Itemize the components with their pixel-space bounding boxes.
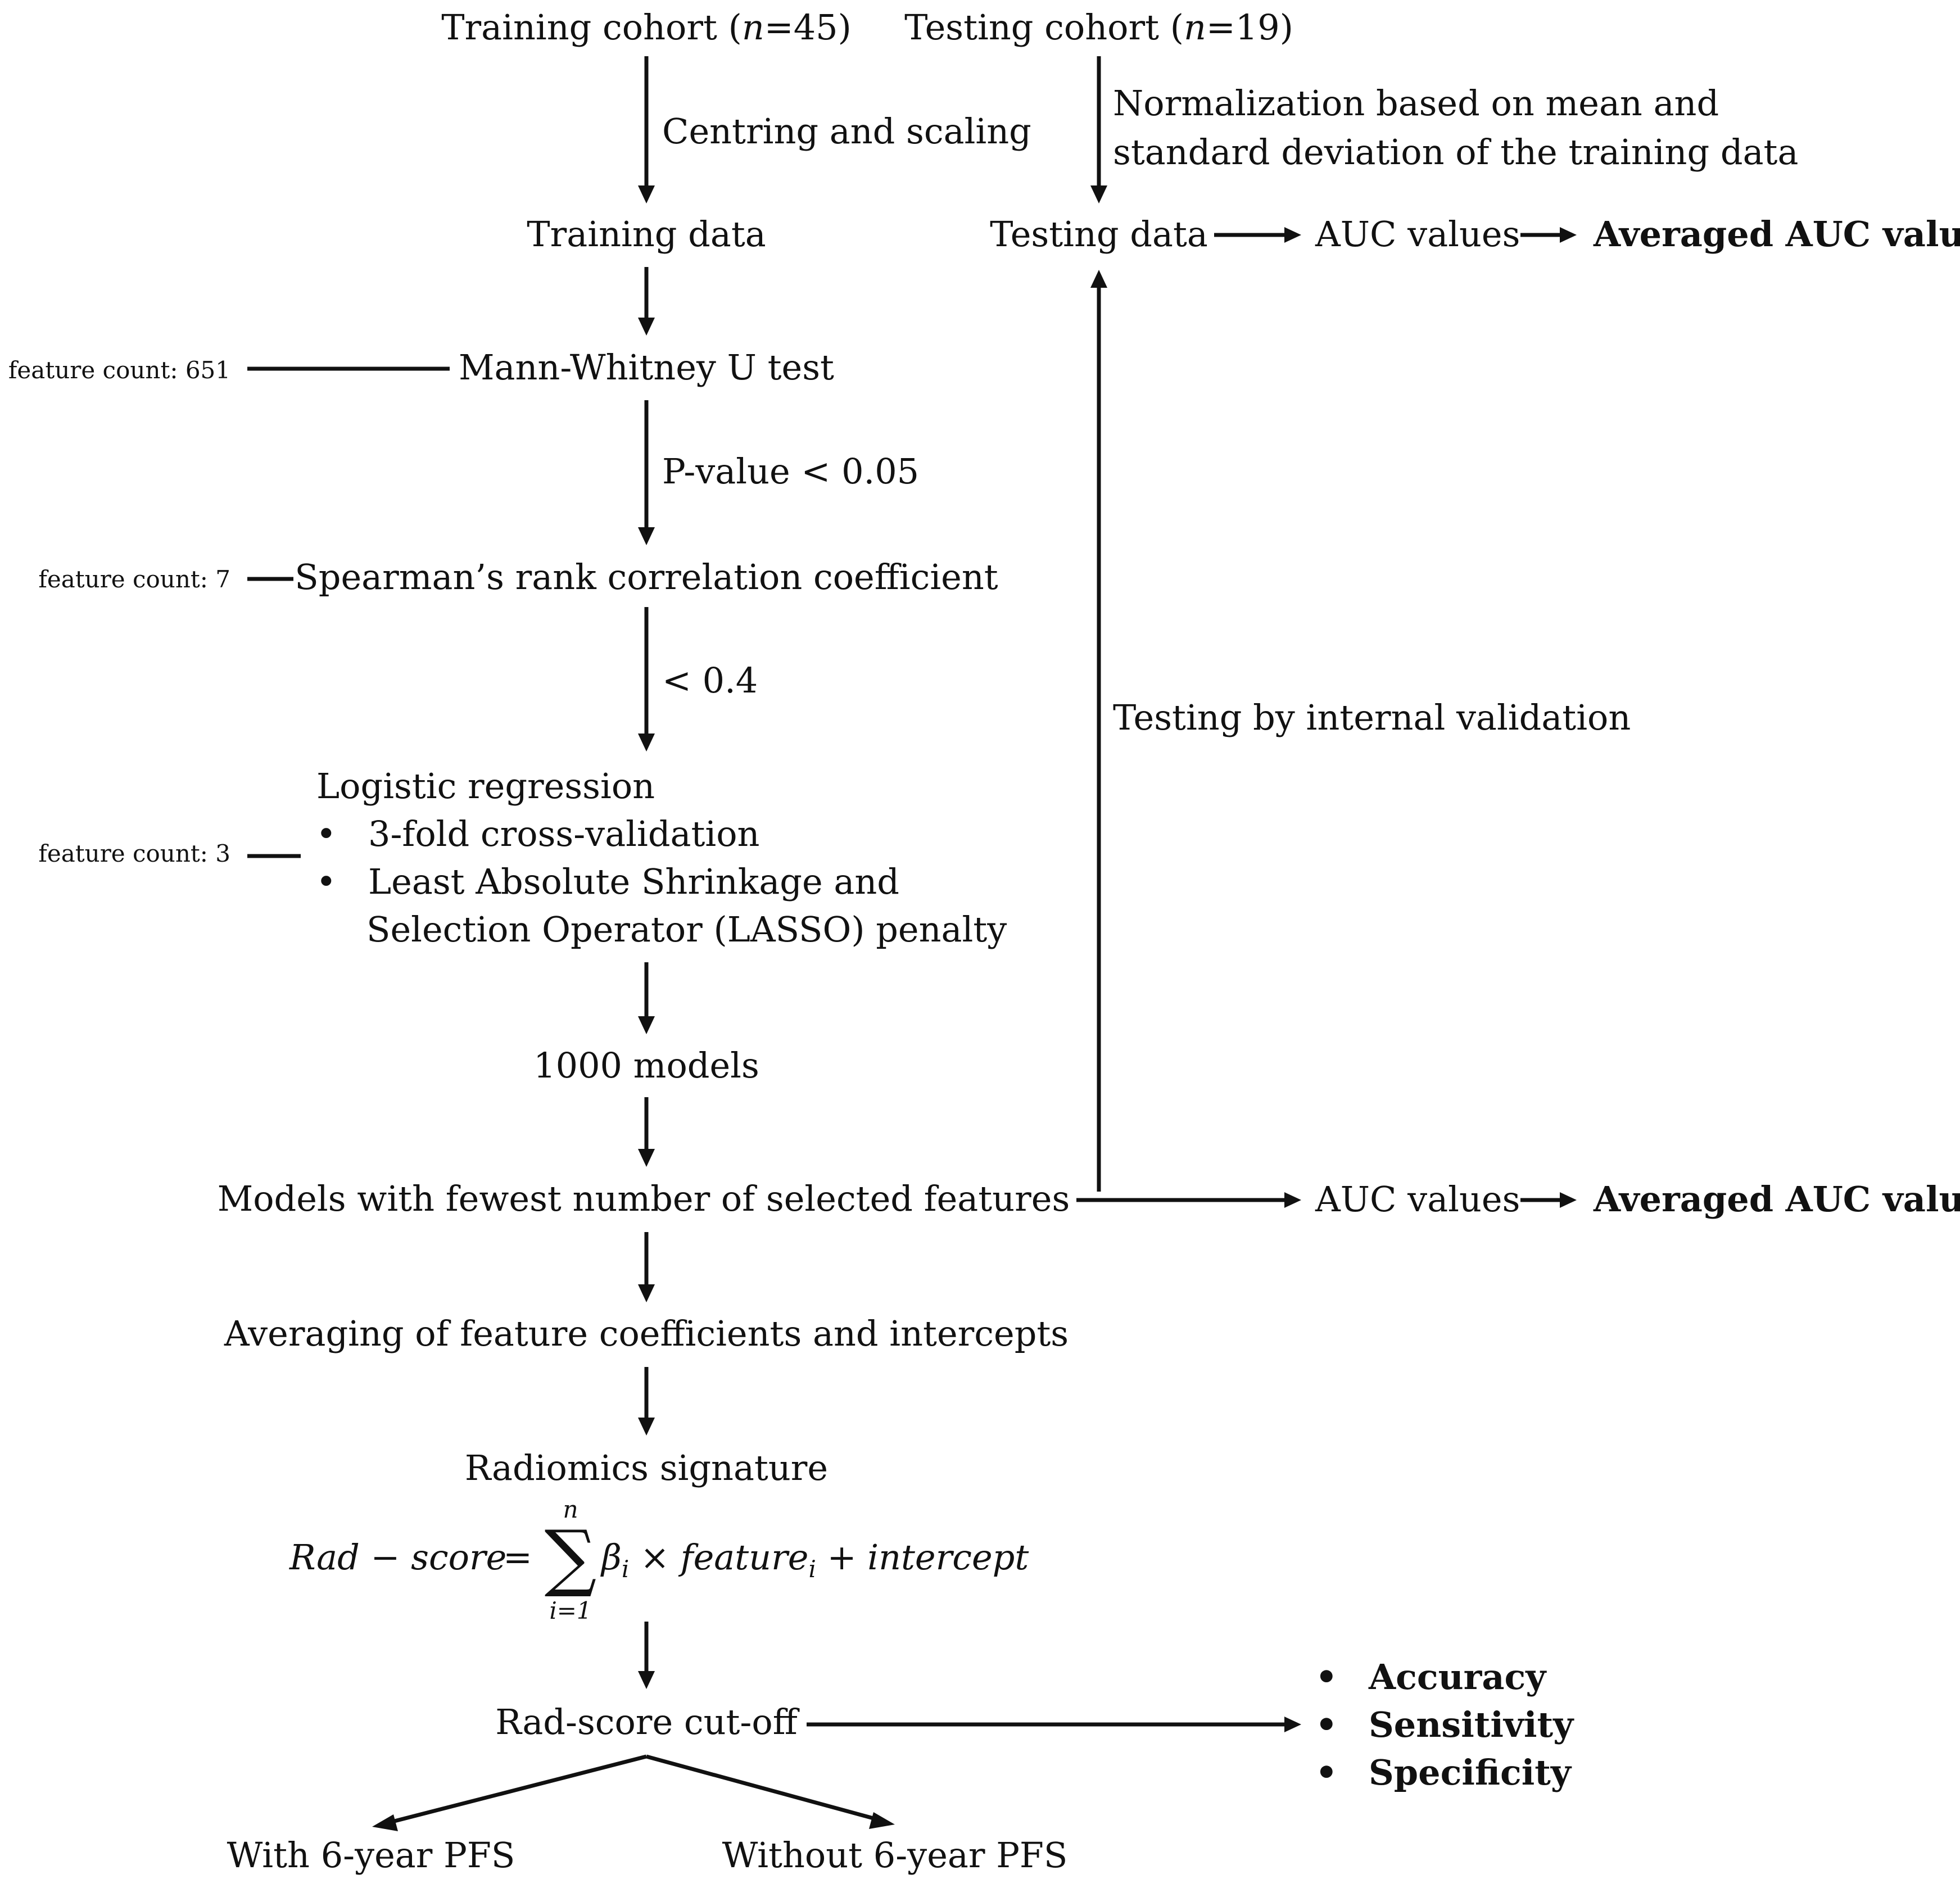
sensitivity-metric: Sensitivity xyxy=(1369,1704,1574,1745)
arrowhead xyxy=(1284,1192,1301,1208)
fewest-features-node: Models with fewest number of selected fe… xyxy=(218,1178,1070,1219)
arrowhead xyxy=(1560,227,1577,243)
cutoff-node: Rad-score cut-off xyxy=(495,1701,799,1742)
arrowhead xyxy=(372,1814,398,1831)
arrowhead xyxy=(638,318,655,336)
auc-values-bottom: AUC values xyxy=(1315,1179,1520,1220)
rad-score-formula: Rad − score = ∑ n i=1 βi × featurei + in… xyxy=(289,1496,1029,1624)
arrowhead xyxy=(638,1016,655,1034)
feature-count-3: feature count: 3 xyxy=(38,840,230,867)
arrowhead xyxy=(869,1812,895,1829)
arrow-cutoff-to-without-pfs xyxy=(646,1754,880,1822)
averaging-node: Averaging of feature coefficients and in… xyxy=(224,1313,1069,1354)
arrowhead xyxy=(638,1418,655,1436)
arrowhead xyxy=(638,1149,655,1167)
bullet: • xyxy=(316,813,337,854)
radiomics-signature-node: Radiomics signature xyxy=(465,1447,828,1488)
feature-count-7: feature count: 7 xyxy=(38,565,230,593)
arrowhead xyxy=(1090,185,1107,203)
arrowhead xyxy=(638,1671,655,1689)
arrowhead xyxy=(1284,1717,1301,1732)
lasso-bullet-line1: Least Absolute Shrinkage and xyxy=(368,861,899,902)
without-pfs-node: Without 6-year PFS xyxy=(722,1835,1068,1876)
formula-rhs: βi × featurei + intercept xyxy=(600,1537,1029,1583)
logistic-regression-title: Logistic regression xyxy=(316,766,655,807)
with-pfs-node: With 6-year PFS xyxy=(227,1835,515,1876)
averaged-auc-top: Averaged AUC value xyxy=(1593,214,1960,255)
training-cohort-label: Training cohort (n=45) xyxy=(441,7,852,48)
formula-equals: = xyxy=(503,1537,532,1578)
arrowhead xyxy=(638,1284,655,1302)
formula-sigma: ∑ xyxy=(545,1514,597,1600)
corr-threshold-label: < 0.4 xyxy=(662,660,758,701)
arrowhead xyxy=(1560,1192,1577,1208)
lasso-bullet-line2: Selection Operator (LASSO) penalty xyxy=(366,909,1007,950)
arrowhead xyxy=(1090,270,1107,288)
formula-upper: n xyxy=(563,1496,578,1523)
testing-data-node: Testing data xyxy=(990,214,1208,255)
bullet: • xyxy=(316,861,337,902)
arrowhead xyxy=(638,527,655,545)
formula-lhs: Rad − score xyxy=(289,1537,506,1578)
arrowhead xyxy=(638,734,655,751)
formula-lower: i=1 xyxy=(549,1597,591,1624)
training-data-node: Training data xyxy=(527,214,766,255)
mann-whitney-node: Mann-Whitney U test xyxy=(459,347,834,388)
cv-bullet-text: 3-fold cross-validation xyxy=(368,813,759,854)
auc-values-top: AUC values xyxy=(1315,214,1520,255)
testing-internal-label: Testing by internal validation xyxy=(1113,697,1631,738)
feature-count-651: feature count: 651 xyxy=(8,356,230,384)
arrow-cutoff-to-with-pfs xyxy=(387,1754,647,1825)
arrowhead xyxy=(1284,227,1301,243)
bullet: • xyxy=(1315,1656,1338,1697)
arrowhead xyxy=(638,185,655,203)
accuracy-metric: Accuracy xyxy=(1368,1656,1547,1697)
centring-scaling-label: Centring and scaling xyxy=(662,111,1031,152)
specificity-metric: Specificity xyxy=(1369,1752,1572,1793)
normalization-label-line2: standard deviation of the training data xyxy=(1113,132,1798,173)
bullet: • xyxy=(1315,1704,1338,1745)
averaged-auc-bottom: Averaged AUC value xyxy=(1593,1179,1960,1220)
normalization-label-line1: Normalization based on mean and xyxy=(1113,83,1719,124)
models-1000-node: 1000 models xyxy=(533,1045,759,1086)
testing-cohort-label: Testing cohort (n=19) xyxy=(904,7,1293,48)
bullet: • xyxy=(1315,1752,1338,1793)
spearman-node: Spearman’s rank correlation coefficient xyxy=(295,556,998,597)
pvalue-label: P-value < 0.05 xyxy=(662,451,919,492)
